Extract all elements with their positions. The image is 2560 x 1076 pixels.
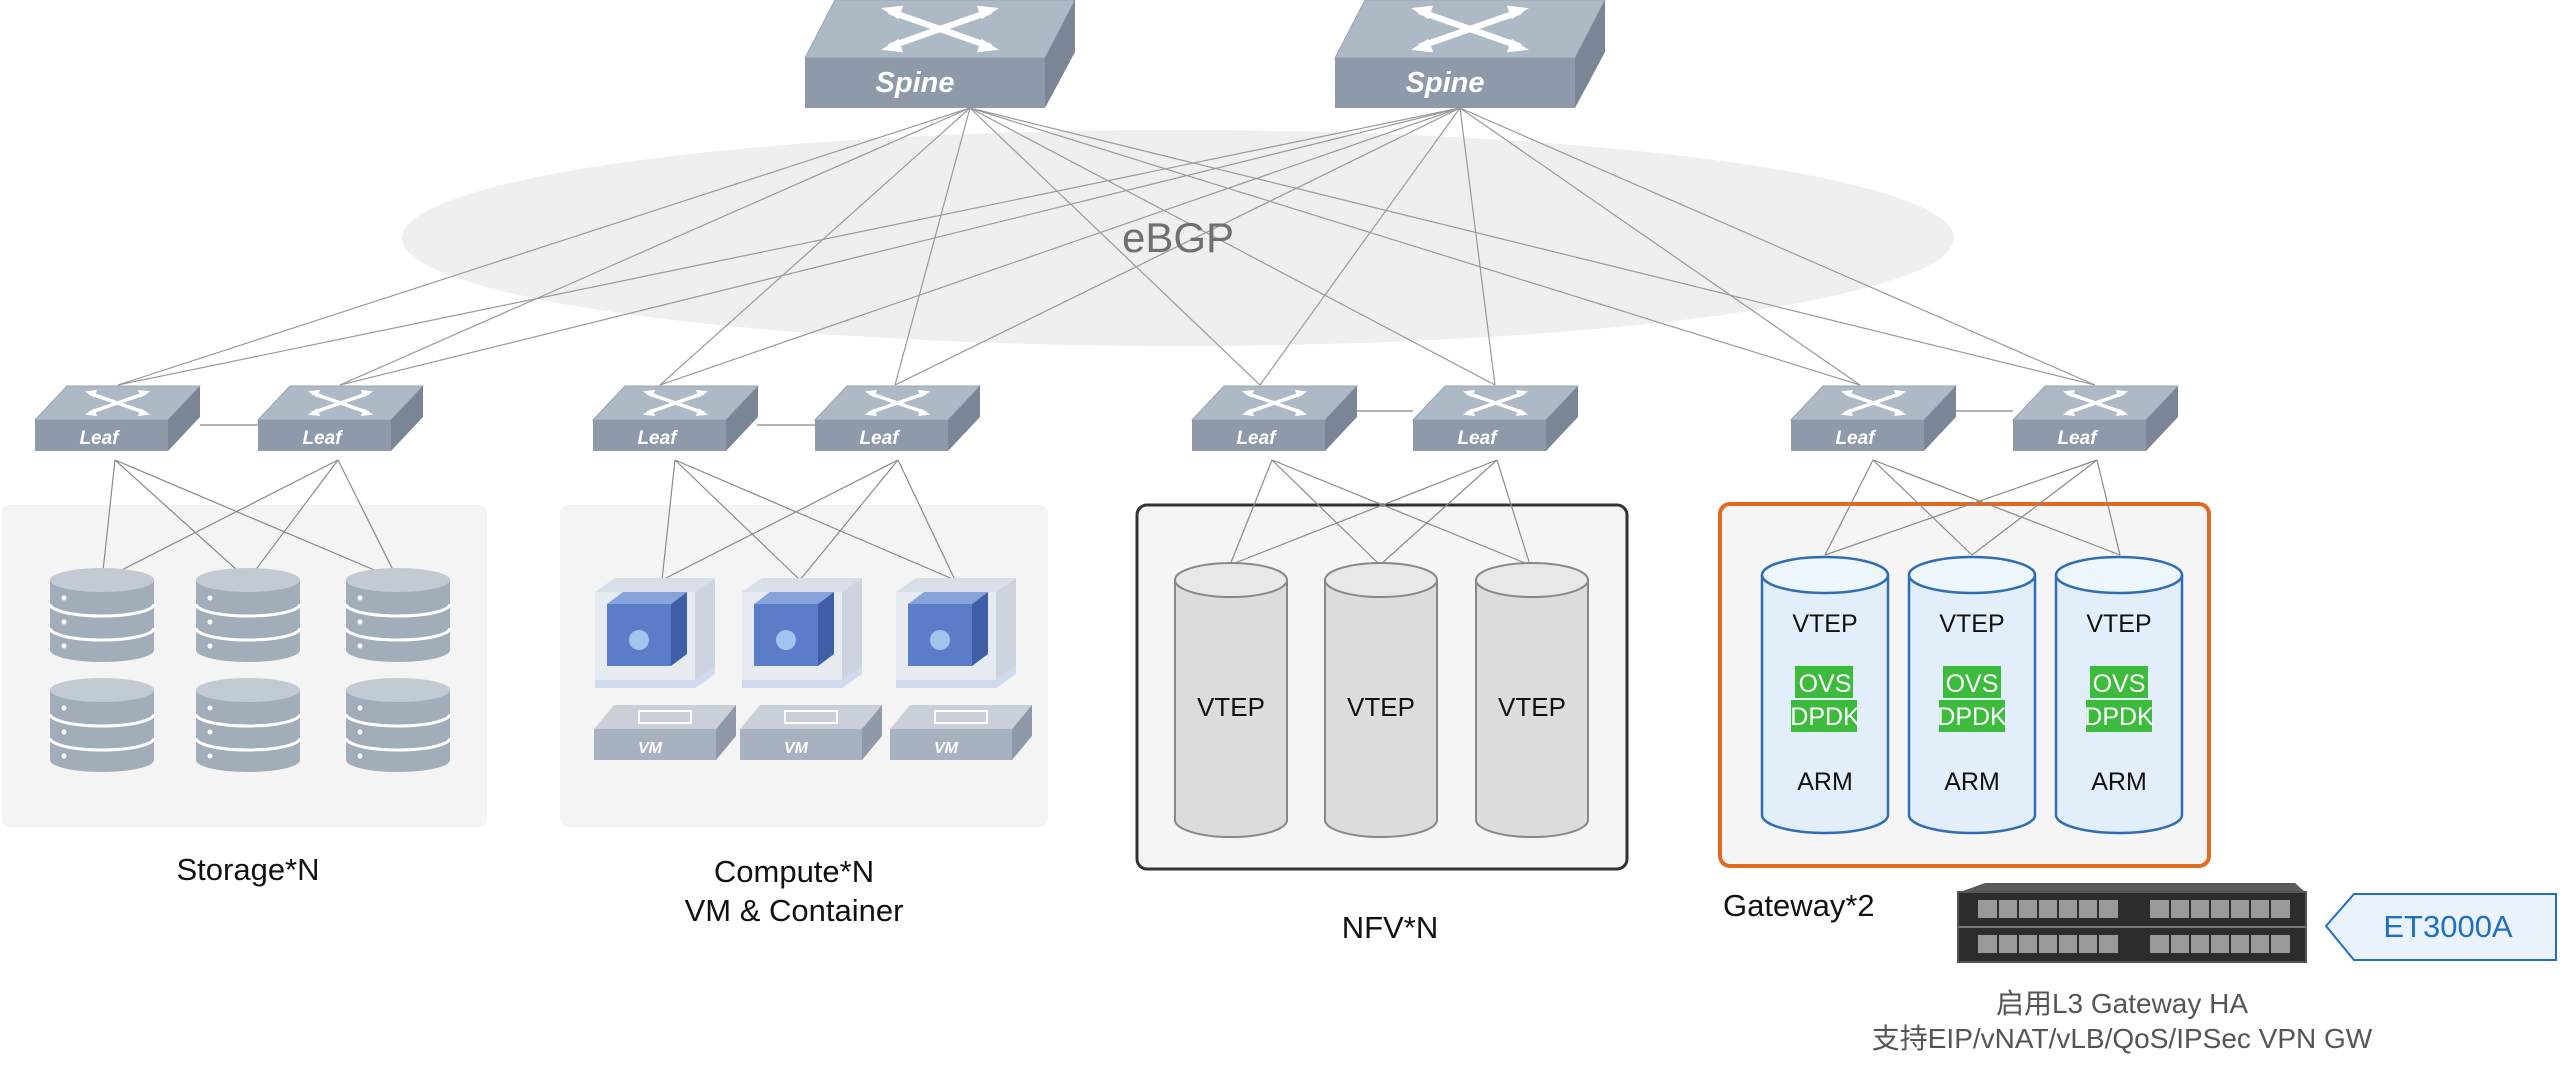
leaf-label: Leaf bbox=[859, 428, 900, 449]
gateway-node: VTEP OVS DPDK ARM bbox=[1907, 555, 2037, 835]
leaf-node-links bbox=[101, 459, 2121, 581]
arm-label: ARM bbox=[1797, 768, 1853, 796]
dpdk-label: DPDK bbox=[1937, 703, 2007, 731]
database-icon bbox=[48, 678, 156, 772]
database-icon bbox=[344, 678, 452, 772]
compute-label: Compute*N bbox=[714, 854, 874, 889]
arm-label: ARM bbox=[1944, 768, 2000, 796]
database-icon bbox=[194, 568, 302, 662]
et3000a-device-icon bbox=[1957, 883, 2307, 963]
spine-leaf-links bbox=[117, 107, 2096, 386]
leaf-label: Leaf bbox=[79, 428, 120, 449]
dpdk-badge bbox=[1791, 700, 1857, 732]
database-icon bbox=[344, 568, 452, 662]
ovs-badge bbox=[1943, 666, 2001, 698]
ebgp-fabric bbox=[402, 130, 1954, 346]
leaf-switch: Leaf bbox=[1789, 385, 1958, 451]
nfv-vtep-node: VTEP bbox=[1324, 562, 1438, 838]
vm-label: VM bbox=[934, 740, 959, 757]
storage-nodes bbox=[48, 568, 452, 772]
leaf-label: Leaf bbox=[637, 428, 678, 449]
dpdk-badge bbox=[2086, 700, 2152, 732]
nfv-vtep-node: VTEP bbox=[1174, 562, 1288, 838]
leaf-label: Leaf bbox=[1835, 428, 1876, 449]
database-icon bbox=[48, 568, 156, 662]
vm-icon: VM bbox=[594, 705, 736, 760]
vtep-label: VTEP bbox=[1347, 692, 1415, 722]
nfv-nodes: VTEP VTEP VTEP bbox=[1174, 562, 1589, 838]
gateway-vtep-label: VTEP bbox=[1939, 610, 2004, 638]
vm-label: VM bbox=[638, 740, 663, 757]
vm-label: VM bbox=[784, 740, 809, 757]
leaf-switch: Leaf bbox=[1411, 385, 1580, 451]
et3000a-tag: ET3000A bbox=[2324, 893, 2557, 961]
vtep-label: VTEP bbox=[1498, 692, 1566, 722]
container-icon bbox=[896, 578, 1016, 688]
vtep-label: VTEP bbox=[1197, 692, 1265, 722]
ebgp-label: eBGP bbox=[1122, 214, 1234, 261]
leaf-switch: Leaf bbox=[591, 385, 760, 451]
leaf-switches: Leaf Leaf Leaf Leaf Leaf bbox=[33, 385, 2180, 451]
spine-label: Spine bbox=[1406, 67, 1485, 99]
vm-icon: VM bbox=[740, 705, 882, 760]
arm-label: ARM bbox=[2091, 768, 2147, 796]
leaf-switch: Leaf bbox=[33, 385, 202, 451]
spine-switch-2: Spine bbox=[1334, 0, 1606, 108]
leaf-switch: Leaf bbox=[1190, 385, 1359, 451]
ovs-label: OVS bbox=[1946, 670, 1999, 698]
storage-label: Storage*N bbox=[176, 852, 319, 887]
gateway-label: Gateway*2 bbox=[1723, 888, 1875, 923]
vm-icon: VM bbox=[890, 705, 1032, 760]
leaf-pair-links bbox=[200, 410, 2013, 426]
container-icon bbox=[595, 578, 715, 688]
leaf-label: Leaf bbox=[2057, 428, 2098, 449]
spine-label: Spine bbox=[876, 67, 955, 99]
leaf-switch: Leaf bbox=[2011, 385, 2180, 451]
gateway-nodes: VTEP OVS DPDK ARM VTEP OVS DPDK ARM VTEP… bbox=[1760, 555, 2184, 835]
storage-panel bbox=[2, 505, 487, 827]
vm-icons: VM VM VM bbox=[594, 705, 1032, 760]
leaf-label: Leaf bbox=[1457, 428, 1498, 449]
ovs-badge bbox=[2090, 666, 2148, 698]
dpdk-label: DPDK bbox=[2084, 703, 2154, 731]
spine-switch-1: Spine bbox=[804, 0, 1076, 108]
dpdk-label: DPDK bbox=[1790, 703, 1860, 731]
gateway-node: VTEP OVS DPDK ARM bbox=[1760, 555, 1890, 835]
container-icon bbox=[742, 578, 862, 688]
nfv-vtep-node: VTEP bbox=[1475, 562, 1589, 838]
ovs-badge bbox=[1795, 666, 1853, 698]
leaf-switch: Leaf bbox=[813, 385, 982, 451]
gateway-vtep-label: VTEP bbox=[1792, 610, 1857, 638]
container-icons bbox=[595, 578, 1016, 688]
leaf-label: Leaf bbox=[1236, 428, 1277, 449]
leaf-label: Leaf bbox=[302, 428, 343, 449]
ovs-label: OVS bbox=[2093, 670, 2146, 698]
dpdk-badge bbox=[1939, 700, 2005, 732]
device-desc-line-2: 支持EIP/vNAT/vLB/QoS/IPSec VPN GW bbox=[1872, 1023, 2373, 1054]
gateway-vtep-label: VTEP bbox=[2086, 610, 2151, 638]
nfv-label: NFV*N bbox=[1342, 910, 1438, 945]
database-icon bbox=[194, 678, 302, 772]
compute-sublabel: VM & Container bbox=[685, 893, 904, 928]
device-desc-line-1: 启用L3 Gateway HA bbox=[1996, 988, 2248, 1019]
device-model-label: ET3000A bbox=[2383, 909, 2513, 944]
gateway-node: VTEP OVS DPDK ARM bbox=[2054, 555, 2184, 835]
leaf-switch: Leaf bbox=[256, 385, 425, 451]
ovs-label: OVS bbox=[1799, 670, 1852, 698]
